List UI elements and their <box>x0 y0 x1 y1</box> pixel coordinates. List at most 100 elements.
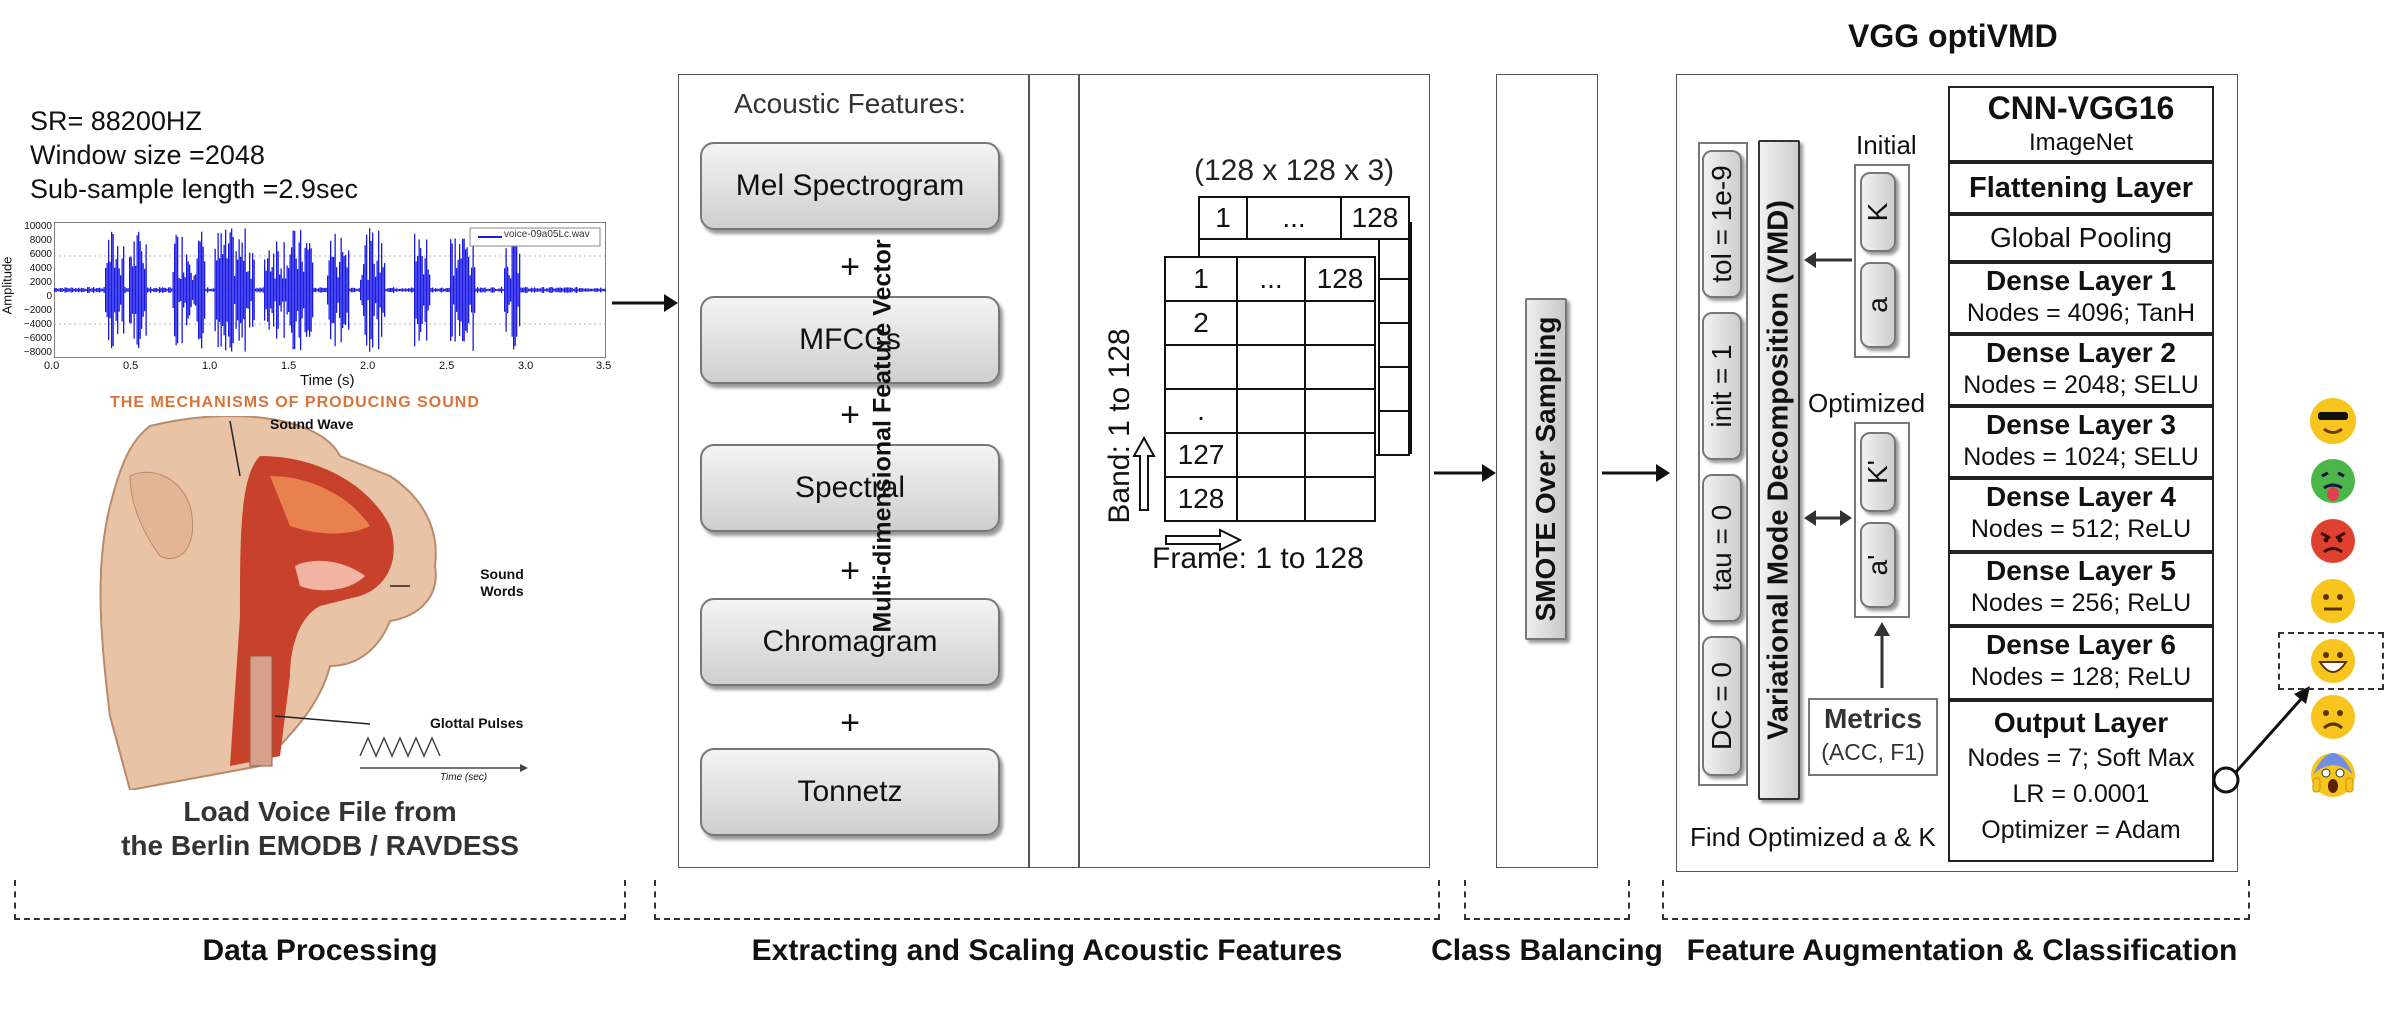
arrow-to-features <box>612 294 678 312</box>
neutral-face-icon <box>2310 578 2356 624</box>
head-illustration <box>99 416 528 790</box>
grid-front-cell: 128 <box>1164 476 1238 522</box>
features-divider-1 <box>1028 74 1030 868</box>
grid-front-cell <box>1236 476 1306 522</box>
section-label-balancing: Class Balancing <box>1431 934 1663 967</box>
grid-front-cell: 128 <box>1304 256 1376 302</box>
section-label-data-processing: Data Processing <box>202 934 438 967</box>
arrow-to-balancing <box>1434 464 1496 482</box>
layer-dense-6: Dense Layer 6 Nodes = 128; ReLU <box>1948 626 2214 700</box>
grid-front-cell <box>1164 344 1238 390</box>
param-sr: SR= 88200HZ <box>30 106 202 136</box>
layer-cnn-vgg16: CNN-VGG16 ImageNet <box>1948 86 2214 162</box>
vmd-label: Variational Mode Decomposition (VMD) <box>1762 200 1795 740</box>
optimized-a: a' <box>1860 522 1896 608</box>
section-label-classification: Feature Augmentation & Classification <box>1686 934 2238 967</box>
feature-mel-spectrogram: Mel Spectrogram <box>700 142 1000 230</box>
anatomy-label-time: Time (sec) <box>440 772 488 783</box>
find-optimized-label: Find Optimized a & K <box>1690 822 1936 852</box>
grid-back-cell-1: 1 <box>1198 196 1248 240</box>
optimized-k: K' <box>1860 432 1896 512</box>
layer-dense-5: Dense Layer 5 Nodes = 256; ReLU <box>1948 552 2214 626</box>
layer-dense-4: Dense Layer 4 Nodes = 512; ReLU <box>1948 478 2214 552</box>
initial-label: Initial <box>1856 130 1917 160</box>
param-dc: DC = 0 <box>1702 636 1742 776</box>
load-caption-line1: Load Voice File from <box>183 796 457 827</box>
brace-balancing <box>1464 880 1630 920</box>
waveform-yticks: 10000 8000 6000 4000 2000 0 −2000 −4000 … <box>23 221 52 358</box>
feature-chromagram: Chromagram <box>700 598 1000 686</box>
initial-k: K <box>1860 172 1896 252</box>
param-tol: tol = 1e-9 <box>1702 150 1742 298</box>
layer-dense-2: Dense Layer 2 Nodes = 2048; SELU <box>1948 334 2214 406</box>
grid-front-cell: 1 <box>1164 256 1238 302</box>
grid-front-cell <box>1236 344 1306 390</box>
cool-face-icon <box>2310 398 2356 444</box>
brace-classification <box>1662 880 2250 920</box>
waveform-plot: Amplitude 10000 8000 6000 4000 2000 0 −2… <box>0 221 612 389</box>
layer-flattening: Flattening Layer <box>1948 162 2214 214</box>
arrow-vmd-optimized <box>1804 510 1852 526</box>
grid-front-cell: 2 <box>1164 300 1238 346</box>
grid-front-cell: . <box>1164 388 1238 434</box>
grid-front-cell <box>1304 476 1376 522</box>
anatomy-illustration: THE MECHANISMS OF PRODUCING SOUND Sound … <box>90 390 530 790</box>
angry-face-icon <box>2310 518 2356 564</box>
arrow-metrics-up <box>1874 622 1890 688</box>
features-title: Acoustic Features: <box>734 88 966 119</box>
grid-back-right-cells <box>1378 238 1410 456</box>
plus-sign: + <box>840 248 860 286</box>
vmd-box: Variational Mode Decomposition (VMD) <box>1758 140 1800 800</box>
grid-front-cell: ... <box>1236 256 1306 302</box>
optimized-group <box>1854 422 1910 618</box>
param-init: init = 1 <box>1702 312 1742 460</box>
band-arrow <box>1132 436 1156 511</box>
nauseated-face-icon <box>2310 458 2356 504</box>
arrow-to-classification <box>1602 464 1670 482</box>
frame-label: Frame: 1 to 128 <box>1152 542 1364 575</box>
frame-arrow <box>1165 528 1242 552</box>
brace-data-processing <box>14 880 626 920</box>
initial-group <box>1854 164 1910 358</box>
tensor-label: (128 x 128 x 3) <box>1194 154 1395 187</box>
metrics-title: Metrics <box>1823 703 1923 734</box>
grid-front-cell <box>1304 432 1376 478</box>
anatomy-label-soundwave: Sound Wave <box>270 416 354 432</box>
waveform-svg <box>54 222 606 358</box>
grid-front-cell <box>1304 300 1376 346</box>
plus-sign: + <box>840 552 860 590</box>
waveform-xlabel: Time (s) <box>300 372 355 389</box>
grid-back-cell-ellipsis: ... <box>1246 196 1342 240</box>
anatomy-label-glottal: Glottal Pulses <box>430 715 524 731</box>
brace-features <box>654 880 1440 920</box>
selected-emotion-frame <box>2278 632 2384 690</box>
classification-title: VGG optiVMD <box>1848 18 2058 54</box>
feature-vector-label: Multi-dimensional Feature Vector <box>868 239 897 633</box>
load-caption-line2: the Berlin EMODB / RAVDESS <box>121 830 519 861</box>
initial-a: a <box>1860 262 1896 348</box>
feature-spectral: Spectral <box>700 444 1000 532</box>
grid-front-cell <box>1236 300 1306 346</box>
grid-front-cell <box>1236 432 1306 478</box>
grinning-face-icon <box>2310 638 2356 684</box>
grid-back-cell-128: 128 <box>1340 196 1410 240</box>
features-divider-2 <box>1078 74 1080 868</box>
waveform-legend: voice-09a05Lc.wav <box>504 229 590 240</box>
smote-label: SMOTE Over Sampling <box>1530 316 1561 622</box>
metrics-box: Metrics (ACC, F1) <box>1808 698 1938 776</box>
grid-front-cell <box>1304 388 1376 434</box>
layer-dense-3: Dense Layer 3 Nodes = 1024; SELU <box>1948 406 2214 478</box>
output-connector <box>2212 686 2310 794</box>
section-label-features: Extracting and Scaling Acoustic Features <box>751 934 1343 967</box>
plus-sign: + <box>840 704 860 742</box>
layer-dense-1: Dense Layer 1 Nodes = 4096; TanH <box>1948 262 2214 334</box>
feature-tonnetz: Tonnetz <box>700 748 1000 836</box>
screaming-face-icon <box>2310 752 2356 798</box>
layer-global-pooling: Global Pooling <box>1948 214 2214 262</box>
layer-output: Output Layer Nodes = 7; Soft Max LR = 0.… <box>1948 700 2214 862</box>
metrics-sub: (ACC, F1) <box>1821 739 1925 765</box>
arrow-initial-to-vmd <box>1804 252 1852 268</box>
param-subsample: Sub-sample length =2.9sec <box>30 174 358 204</box>
feature-mfccs: MFCCs <box>700 296 1000 384</box>
optimized-label: Optimized <box>1808 388 1926 418</box>
